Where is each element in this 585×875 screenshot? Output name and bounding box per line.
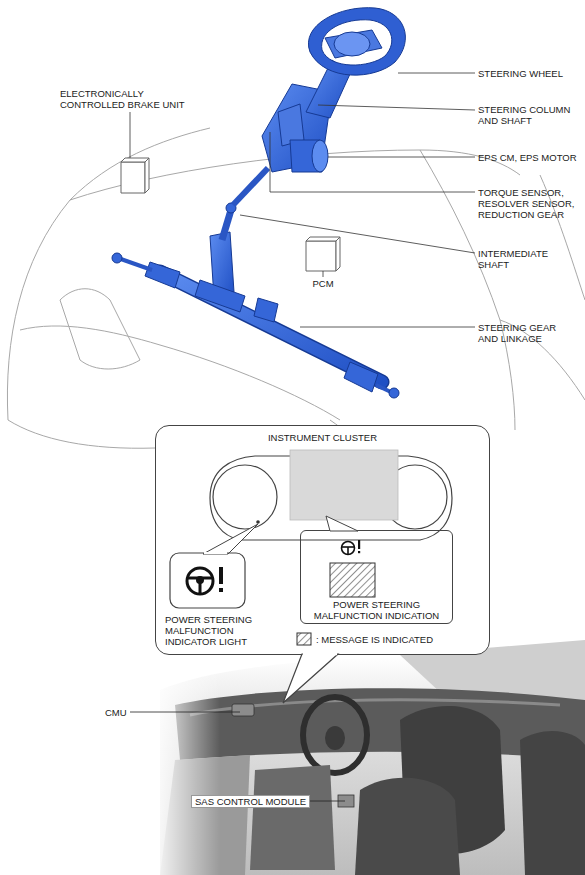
node-label: PCM: [298, 278, 348, 289]
indication-node: POWER STEERING MALFUNCTION INDICATION: [300, 530, 453, 624]
callout-pointer: [326, 516, 358, 531]
part-label: STEERING COLUMN AND SHAFT: [478, 104, 574, 126]
cluster-callout: INSTRUMENT CLUSTER POWER STEERING MALFUNC…: [155, 425, 490, 655]
part-label: STEERING WHEEL: [478, 68, 583, 79]
cluster-outline: [210, 456, 452, 540]
node-label: ELECTRONICALLY CONTROLLED BRAKE UNIT: [60, 88, 190, 110]
brake-unit-box: [121, 158, 149, 193]
brake-unit-node: ELECTRONICALLY CONTROLLED BRAKE UNIT: [60, 88, 190, 196]
part-label: CMU: [105, 707, 127, 718]
callout-pointer: [203, 524, 258, 554]
steering-assembly: [112, 8, 405, 398]
interior-image: [150, 640, 585, 875]
node-label: POWER STEERING MALFUNCTION INDICATION: [301, 599, 452, 621]
legend-text: : MESSAGE IS INDICATED: [316, 634, 433, 645]
indicator-box: [170, 553, 245, 608]
steering-warning-icon: [342, 540, 361, 555]
leader-line: [130, 712, 240, 713]
callout-join: [303, 653, 337, 656]
part-label: TORQUE SENSOR, RESOLVER SENSOR, REDUCTIO…: [478, 187, 578, 220]
indicator-dot: [256, 520, 260, 524]
part-label: EPS CM, EPS MOTOR: [478, 152, 584, 163]
steering-warning-icon: [187, 567, 223, 594]
legend-swatch: [297, 633, 311, 645]
pcm-node: PCM: [298, 234, 348, 290]
node-label: POWER STEERING MALFUNCTION INDICATOR LIG…: [165, 614, 265, 647]
part-label: STEERING GEAR AND LINKAGE: [478, 322, 566, 344]
callout-tail: [283, 654, 338, 703]
indicator-light-node: POWER STEERING MALFUNCTION INDICATOR LIG…: [165, 553, 265, 653]
leader-lines: [130, 73, 475, 327]
pointer-join: [204, 552, 227, 554]
message-area: [330, 563, 375, 597]
center-display: [290, 450, 398, 520]
part-label: INTERMEDIATE SHAFT: [478, 248, 556, 270]
node-label: INSTRUMENT CLUSTER: [156, 432, 489, 443]
part-label: SAS CONTROL MODULE: [191, 795, 310, 808]
pcm-box: [306, 237, 340, 271]
